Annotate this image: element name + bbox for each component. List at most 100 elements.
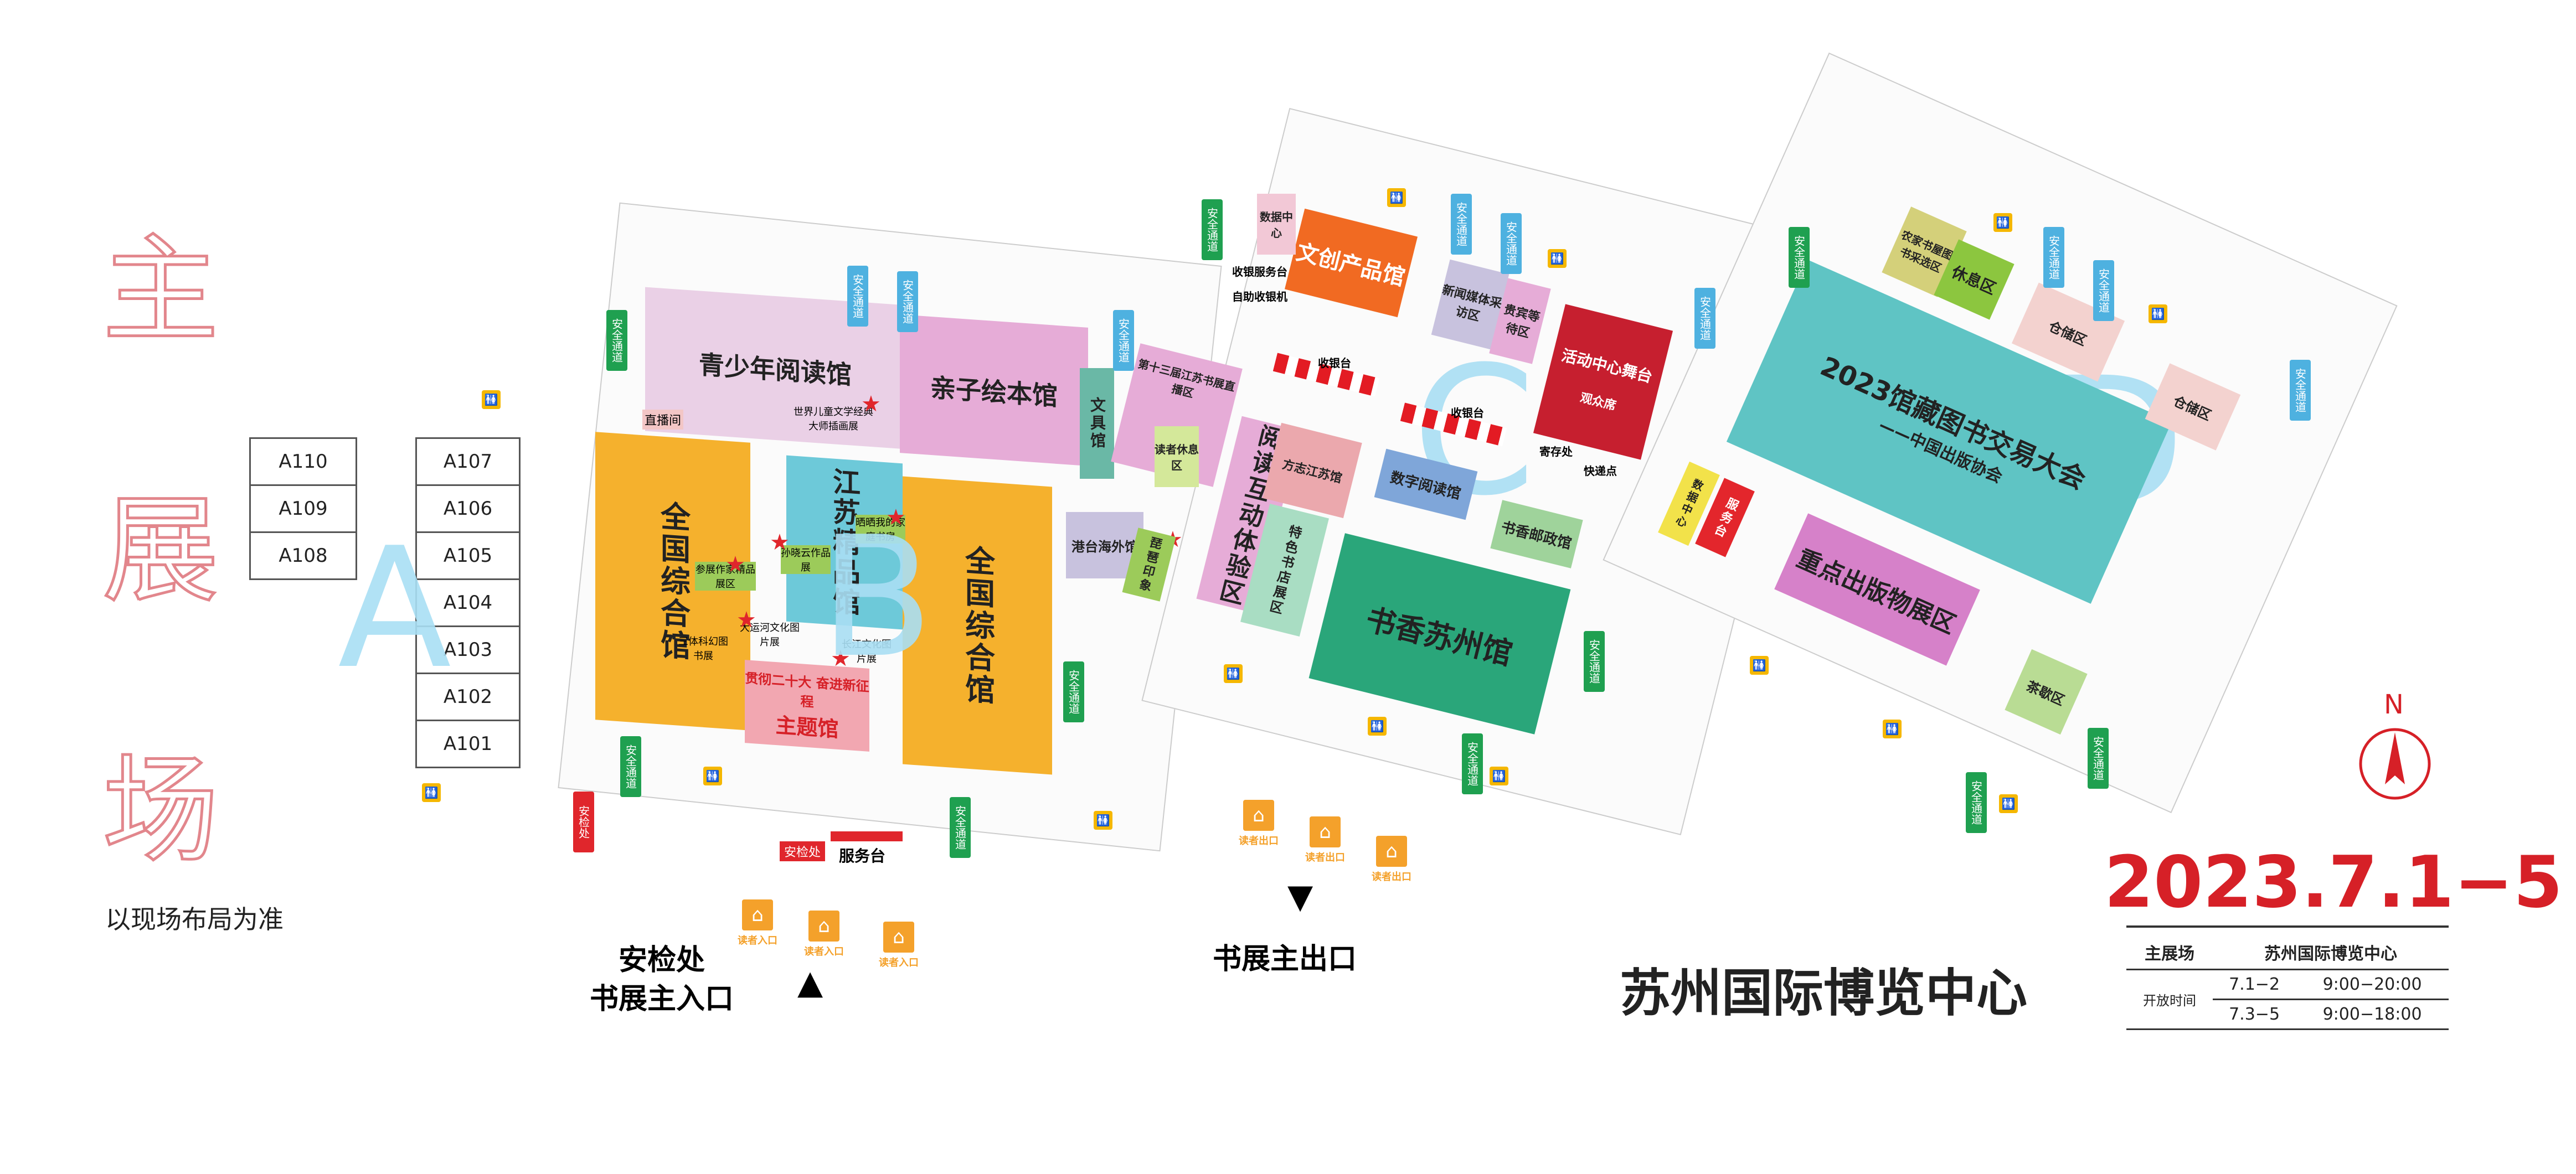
safe-exit-badge: 安全通道 <box>847 266 868 327</box>
safe-exit-badge: 安全通道 <box>1462 733 1483 794</box>
zone-letter-a: A <box>338 512 452 705</box>
restroom-icon: 🚻 <box>703 767 722 785</box>
reader-exit-label: 读者出口 <box>1305 852 1345 863</box>
reader-entrance-icon[interactable]: ⌂ <box>742 899 773 930</box>
restroom-icon: 🚻 <box>1883 720 1902 738</box>
reader-entrance-icon[interactable]: ⌂ <box>808 911 839 942</box>
safe-exit-badge: 安全通道 <box>1063 661 1084 722</box>
yangtze-label: 长江文化图片展 <box>842 639 892 665</box>
hall-stationery-label: 文具馆 <box>1088 397 1106 450</box>
reader-exit-icon[interactable]: ⌂ <box>1376 836 1407 867</box>
schedule-header-right: 苏州国际博览中心 <box>2213 935 2449 970</box>
reader-entrance-icon[interactable]: ⌂ <box>883 922 914 953</box>
hall-feature-bookstore-label: 特色书店展区 <box>1265 523 1304 617</box>
home-shelf-label: 晒晒我的家庭书房 <box>856 515 905 544</box>
hall-local-chronicle-label: 方志江苏馆 <box>1280 457 1343 486</box>
cashier-service-label: 收银服务台 <box>1232 265 1287 278</box>
reader-exit-icon[interactable]: ⌂ <box>1310 816 1341 847</box>
safe-exit-badge: 安全通道 <box>2043 227 2064 288</box>
venue-title-vertical: 主 展 场 <box>94 223 227 878</box>
hall-jiangsu-book-live-label: 第十三届江苏书展直播区 <box>1136 356 1237 400</box>
hall-theme-label: 主题馆 <box>775 712 839 742</box>
cashier-label: 收银台 <box>1451 406 1484 420</box>
safe-exit-badge: 安全通道 <box>1451 194 1472 255</box>
hall-picture-book[interactable]: 亲子绘本馆 <box>900 314 1088 466</box>
safe-exit-badge: 安全通道 <box>1202 199 1223 260</box>
express-label: 快递点 <box>1584 464 1617 478</box>
safe-exit-badge: 安全通道 <box>1966 772 1987 833</box>
safe-exit-badge: 安全通道 <box>950 797 971 858</box>
restroom-icon: 🚻 <box>2149 304 2167 323</box>
main-exit-label[interactable]: 书展主出口 <box>1213 943 1357 976</box>
booth-a110[interactable]: A110 <box>249 437 357 486</box>
title-char-1: 主 <box>101 223 220 358</box>
hall-youth-reading-label: 青少年阅读馆 <box>699 349 852 390</box>
service-desk-label: 服务台 <box>839 847 886 865</box>
booth-a105[interactable]: A105 <box>415 531 521 580</box>
restroom-icon: 🚻 <box>1548 249 1567 268</box>
star-icon: ★ <box>725 552 745 577</box>
schedule-top-rule <box>2126 925 2449 928</box>
schedule-header-left: 主展场 <box>2126 935 2213 970</box>
restroom-icon: 🚻 <box>1094 811 1112 830</box>
grand-canal-label: 大运河文化图片展 <box>740 622 800 648</box>
hall-digital-reading-label: 数字阅读馆 <box>1388 469 1463 503</box>
schedule-table: 主展场 苏州国际博览中心 开放时间 7.1−2 9:00−20:00 7.3−5… <box>2126 935 2449 1030</box>
sun-hai-label: 孙晓云作品展 <box>781 545 831 574</box>
hall-stationery[interactable]: 文具馆 <box>1080 368 1114 479</box>
star-icon: ★ <box>886 505 906 530</box>
hall-tea-area-label: 茶歇区 <box>2024 677 2067 708</box>
reader-exit-icon[interactable]: ⌂ <box>1243 800 1274 831</box>
reader-entrance-label: 读者入口 <box>804 946 844 958</box>
service-desk-bar <box>831 831 903 841</box>
layout-note: 以现场布局为准 <box>105 904 284 934</box>
safe-exit-badge: 安全通道 <box>2290 360 2311 421</box>
star-icon: ★ <box>831 646 851 671</box>
safe-exit-badge: 安全通道 <box>620 736 641 797</box>
hall-reader-rest[interactable]: 读者休息区 <box>1155 426 1199 487</box>
booth-a107[interactable]: A107 <box>415 437 521 486</box>
safe-exit-badge: 安全通道 <box>606 310 627 371</box>
world-children-label: 世界儿童文学经典大师插画展 <box>794 406 873 432</box>
entrance-arrow-icon: ▲ <box>797 963 823 1002</box>
schedule-time: 9:00−18:00 <box>2296 999 2449 1030</box>
booth-a101[interactable]: A101 <box>415 720 521 768</box>
restroom-icon: 🚻 <box>1224 664 1243 683</box>
safe-exit-badge: 安全通道 <box>897 271 918 332</box>
safe-exit-badge: 安全通道 <box>1789 227 1810 288</box>
star-icon: ★ <box>861 391 881 417</box>
schedule-time: 9:00−20:00 <box>2296 969 2449 1000</box>
venue-name: 苏州国际博览中心 <box>1620 964 2028 1023</box>
schedule-row: 7.3−5 9:00−18:00 <box>2126 999 2449 1030</box>
hall-postal-label: 书香邮政馆 <box>1499 519 1574 552</box>
author-area-label: 参展作家精品展区 <box>695 562 756 591</box>
self-cashier-label: 自助收银机 <box>1232 290 1287 303</box>
title-char-2: 展 <box>101 483 220 618</box>
title-char-3: 场 <box>101 743 220 878</box>
safe-exit-badge: 安全通道 <box>1584 631 1605 692</box>
safe-exit-badge: 安全通道 <box>2088 728 2109 789</box>
star-icon: ★ <box>770 530 790 555</box>
safe-exit-badge: 安全通道 <box>2093 260 2114 321</box>
hall-baidu-label: 琵琶印象 <box>1135 535 1163 594</box>
exhibition-date: 2023.7.1−5 <box>2104 841 2563 924</box>
compass-icon <box>2359 728 2431 800</box>
live-room-label: 直播间 <box>642 410 684 430</box>
main-entrance-line2: 书展主入口 <box>589 982 734 1016</box>
hall-national-2-label: 全国综合馆 <box>960 544 995 707</box>
hall-reader-rest-label: 读者休息区 <box>1155 443 1199 472</box>
hall-stage-label: 活动中心舞台 <box>1559 346 1655 386</box>
restroom-icon: 🚻 <box>422 783 441 802</box>
reader-exit-label: 读者出口 <box>1372 871 1411 883</box>
hall-data-center[interactable]: 数据中心 <box>1257 194 1296 255</box>
hall-suzhou-label: 书香苏州馆 <box>1362 601 1516 672</box>
schedule-date: 7.1−2 <box>2213 969 2296 1000</box>
reader-entrance-label: 读者入口 <box>738 935 777 947</box>
main-entrance-line1: 安检处 <box>618 944 705 977</box>
restroom-icon: 🚻 <box>1993 213 2012 232</box>
security-check-badge: 安检处 <box>573 792 594 852</box>
schedule-row: 开放时间 7.1−2 9:00−20:00 <box>2126 969 2449 1030</box>
booth-a108[interactable]: A108 <box>249 531 357 580</box>
hall-rest-area-label: 休息区 <box>1949 262 1999 298</box>
main-entrance[interactable]: 安检处 书展主入口 <box>570 941 753 1018</box>
